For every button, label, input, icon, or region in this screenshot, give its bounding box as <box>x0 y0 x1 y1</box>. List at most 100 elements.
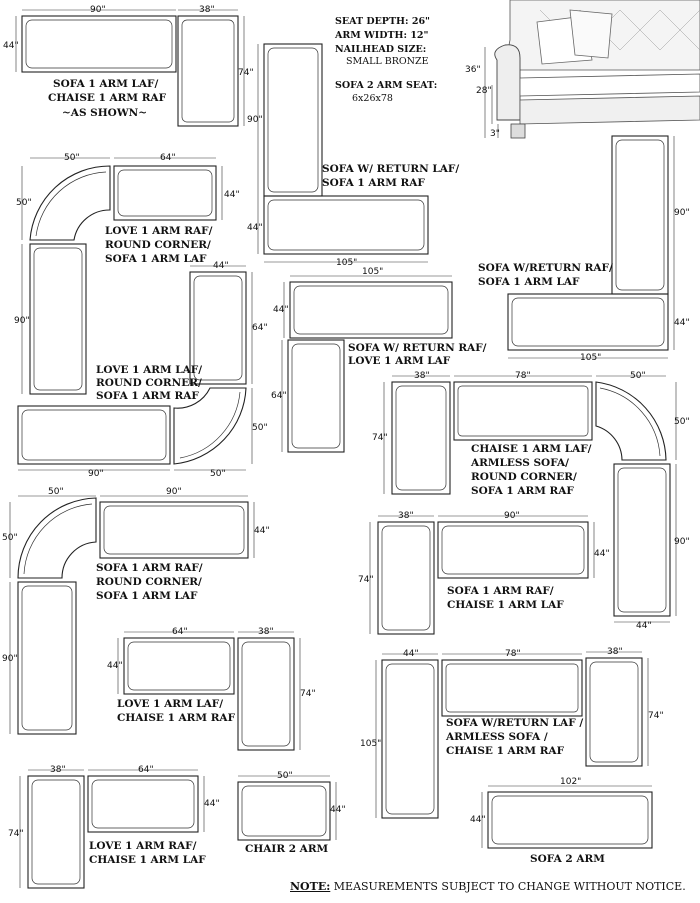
config-love-1arm-laf-chaise-1arm-raf: 64" 38" 44" 74" LOVE 1 ARM LAF/ CHAISE 1… <box>107 627 316 751</box>
note-label: NOTE: <box>290 880 331 893</box>
configuration-label: ROUND CORNER/ <box>96 377 202 389</box>
dimension-label: 74" <box>358 575 374 585</box>
config-sofa-1arm-raf-chaise-1arm-laf: 38" 90" 74" 44" SOFA 1 ARM RAF/ CHAISE 1… <box>358 511 610 635</box>
dimension-label: 90" <box>88 469 104 479</box>
configuration-label: CHAISE 1 ARM LAF/ <box>471 443 592 455</box>
dimension-label: 50" <box>210 469 226 479</box>
svg-text:ARM WIDTH: 12": ARM WIDTH: 12" <box>334 30 429 41</box>
configuration-label: ROUND CORNER/ <box>471 471 577 483</box>
configuration-label: SOFA W/ RETURN LAF/ <box>322 163 459 175</box>
configuration-label: SOFA W/RETURN RAF/ <box>478 262 613 274</box>
dimension-label: 90" <box>674 537 690 547</box>
dimension-label: 90" <box>2 654 18 664</box>
dimension-label: 105" <box>580 353 601 363</box>
dimension-label: 90" <box>90 5 106 15</box>
nailhead-label: NAILHEAD SIZE: <box>335 44 426 55</box>
dimension-label: 44" <box>470 815 486 825</box>
disclaimer-note: NOTE: MEASUREMENTS SUBJECT TO CHANGE WIT… <box>290 880 686 893</box>
config-sofa-1arm-laf-chaise-1arm-raf: 90" 38" 44" 74" SOFA 1 ARM LAF/ CHAISE 1… <box>3 5 254 127</box>
config-chaise-armless-round-corner-sofa: 38" 78" 50" 74" 50" 90" 44" CHAISE 1 ARM… <box>372 371 690 631</box>
spec-block: SEAT DEPTH: 26" ARM WIDTH: 12" NAILHEAD … <box>334 16 437 104</box>
dimension-label: 44" <box>107 661 123 671</box>
profile-back-height: 36" <box>465 65 481 75</box>
sofa-profile-image: 36" 28" 3" <box>465 0 700 140</box>
dimension-label: 90" <box>247 115 263 125</box>
dimension-label: 105" <box>336 258 357 268</box>
profile-leg-height: 3" <box>490 129 500 139</box>
dimension-label: 38" <box>398 511 414 521</box>
seat-depth-value: 26" <box>412 16 430 27</box>
dimension-label: 44" <box>247 223 263 233</box>
config-sofa-raf-round-corner-sofa-laf: 50" 90" 50" 44" 90" SOFA 1 ARM RAF/ ROUN… <box>2 487 270 735</box>
dimension-label: 102" <box>560 777 581 787</box>
configuration-label: SOFA W/RETURN LAF / <box>446 717 583 729</box>
configuration-label: SOFA 1 ARM RAF <box>322 177 425 189</box>
dimension-label: 105" <box>362 267 383 277</box>
dimension-label: 44" <box>330 805 346 815</box>
configuration-label: LOVE 1 ARM LAF/ <box>96 364 202 376</box>
dimension-label: 44" <box>636 621 652 631</box>
config-sofa-return-laf-sofa-1arm-raf: 90" 44" 105" SOFA W/ RETURN LAF/ SOFA 1 … <box>247 43 459 268</box>
dimension-label: 50" <box>48 487 64 497</box>
dimension-label: 44" <box>213 261 229 271</box>
arm-width-label: ARM WIDTH: <box>334 30 407 41</box>
configuration-label: ARMLESS SOFA / <box>445 731 548 743</box>
configuration-label: LOVE 1 ARM RAF/ <box>89 840 197 852</box>
dimension-label: 90" <box>674 208 690 218</box>
profile-arm-height: 28" <box>476 86 492 96</box>
dimension-label: 105" <box>360 739 381 749</box>
dimension-label: 50" <box>2 533 18 543</box>
dimension-label: 38" <box>199 5 215 15</box>
config-sofa-return-raf-sofa-1arm-laf: 90" 44" 105" SOFA W/RETURN RAF/ SOFA 1 A… <box>478 135 690 363</box>
seat-depth-label: SEAT DEPTH: <box>335 16 409 27</box>
nailhead-value: SMALL BRONZE <box>346 56 429 67</box>
configuration-label: ROUND CORNER/ <box>105 239 211 251</box>
dimension-label: 74" <box>8 829 24 839</box>
config-sofa-return-laf-armless-chaise-raf: 44" 78" 38" 105" 74" SOFA W/RETURN LAF /… <box>360 647 664 819</box>
dimension-label: 90" <box>14 316 30 326</box>
dimension-label: 64" <box>138 765 154 775</box>
config-love-laf-round-corner-sofa-raf: 44" 64" 50" 90" 50" LOVE 1 ARM LAF/ ROUN… <box>17 261 268 479</box>
dimension-label: 38" <box>50 765 66 775</box>
configuration-label: ~AS SHOWN~ <box>62 107 147 119</box>
configuration-label: LOVE 1 ARM LAF/ <box>117 698 223 710</box>
dimension-label: 50" <box>630 371 646 381</box>
dimension-label: 44" <box>273 305 289 315</box>
dimension-label: 64" <box>252 323 268 333</box>
configuration-label: SOFA 1 ARM LAF <box>105 253 207 265</box>
dimension-label: 90" <box>166 487 182 497</box>
dimension-label: 64" <box>160 153 176 163</box>
configuration-label: CHAISE 1 ARM RAF <box>117 712 236 724</box>
dimension-label: 90" <box>504 511 520 521</box>
dimension-label: 74" <box>238 68 254 78</box>
dimension-label: 74" <box>300 689 316 699</box>
dimension-label: 74" <box>372 433 388 443</box>
dimension-label: 64" <box>271 391 287 401</box>
dimension-label: 78" <box>505 649 521 659</box>
configuration-label: CHAISE 1 ARM LAF <box>89 854 206 866</box>
dimension-label: 78" <box>515 371 531 381</box>
config-chair-2-arm: 50" 44" CHAIR 2 ARM <box>237 771 346 855</box>
sofa2-seat-value: 6x26x78 <box>352 93 393 104</box>
dimension-label: 50" <box>252 423 268 433</box>
dimension-label: 44" <box>594 549 610 559</box>
dimension-label: 50" <box>64 153 80 163</box>
configuration-label: CHAIR 2 ARM <box>245 843 329 855</box>
configuration-label: SOFA 1 ARM RAF <box>471 485 574 497</box>
configuration-label: CHAISE 1 ARM RAF <box>446 745 565 757</box>
configuration-label: ROUND CORNER/ <box>96 576 202 588</box>
dimension-label: 38" <box>414 371 430 381</box>
configuration-label: SOFA 2 ARM <box>530 853 605 865</box>
config-sofa-return-raf-love-1arm-laf: 105" 44" 64" SOFA W/ RETURN RAF/ LOVE 1 … <box>271 267 487 453</box>
config-sofa-2-arm: 102" 44" SOFA 2 ARM <box>470 777 653 865</box>
dimension-label: 50" <box>277 771 293 781</box>
config-love-1arm-raf-chaise-1arm-laf: 38" 64" 74" 44" LOVE 1 ARM RAF/ CHAISE 1… <box>8 765 220 889</box>
configuration-label: CHAISE 1 ARM LAF <box>447 599 564 611</box>
configuration-label: SOFA 1 ARM LAF/ <box>53 78 158 90</box>
svg-text:SEAT DEPTH: 26": SEAT DEPTH: 26" <box>335 16 430 27</box>
dimension-label: 50" <box>16 198 32 208</box>
configuration-label: ARMLESS SOFA/ <box>470 457 569 469</box>
arm-width-value: 12" <box>410 30 428 41</box>
dimension-label: 74" <box>648 711 664 721</box>
